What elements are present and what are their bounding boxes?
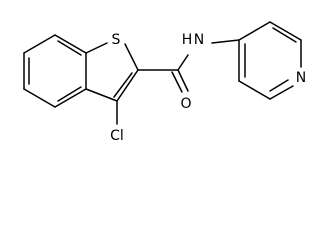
bond [238, 21, 271, 41]
amide-hydrogen-label: H [182, 32, 193, 48]
bond [23, 34, 56, 54]
bond [269, 21, 302, 41]
bond [85, 42, 108, 54]
bond [269, 79, 289, 92]
thiophene-ring [85, 42, 139, 102]
bond [269, 85, 294, 100]
benzene-ring [23, 34, 87, 108]
bond [177, 54, 189, 71]
substituent-bonds [116, 39, 240, 125]
bond [272, 27, 297, 43]
bond [85, 88, 118, 102]
pyridine-ring [238, 21, 302, 100]
bond [177, 69, 189, 92]
bond [23, 88, 56, 108]
bond [54, 88, 87, 108]
bond [124, 43, 139, 71]
chemical-structure: S N H O N Cl [23, 21, 306, 144]
bond [171, 71, 183, 93]
bond [238, 80, 271, 100]
bond [57, 86, 82, 102]
amide-nitrogen-label: N [194, 32, 204, 48]
bond [211, 39, 240, 44]
bond [54, 34, 87, 54]
bond [113, 72, 133, 98]
pyridine-nitrogen-label: N [296, 70, 306, 86]
bond [57, 40, 82, 56]
bond [116, 69, 139, 102]
chlorine-label: Cl [110, 128, 124, 144]
sulfur-label: S [112, 32, 121, 48]
carbonyl-oxygen-label: O [180, 96, 191, 112]
